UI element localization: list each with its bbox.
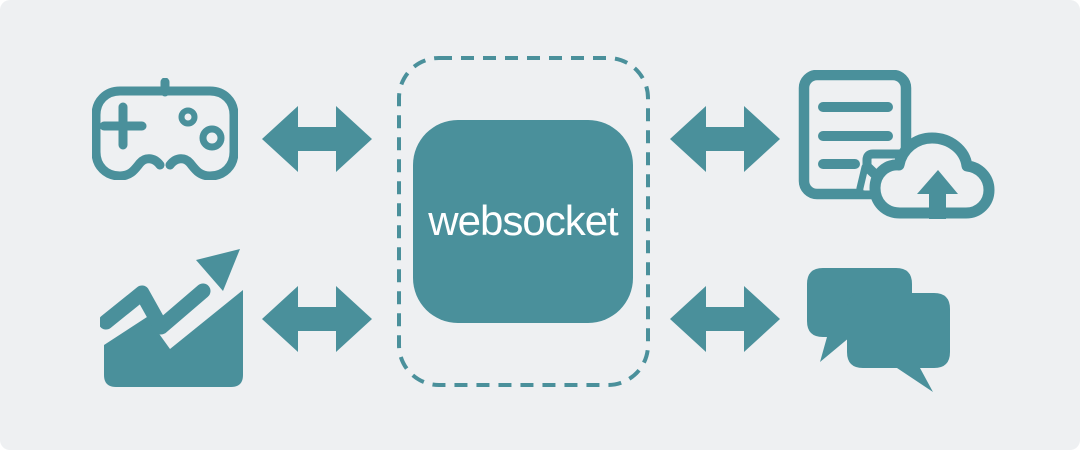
- websocket-label: websocket: [428, 196, 618, 244]
- chart-trend-line: [100, 283, 211, 335]
- chat-bubbles-icon: [807, 268, 950, 392]
- trending-chart-icon: [100, 249, 243, 387]
- websocket-dashed-boundary: [397, 56, 650, 387]
- document-text-lines: [818, 102, 893, 169]
- document-outline: [798, 70, 912, 200]
- chart-arrowhead: [196, 249, 240, 291]
- cloud-outline: [869, 132, 995, 219]
- upload-arrow: [917, 170, 958, 219]
- gamepad-body: [92, 86, 238, 180]
- document-cloud-upload-icon: [798, 70, 995, 219]
- websocket-box: websocket: [413, 120, 633, 323]
- chat-bubble-front: [847, 293, 950, 392]
- bidirectional-arrow-top-left-icon: [262, 106, 372, 172]
- gamepad-dpad: [99, 102, 147, 150]
- gamepad-icon: [92, 78, 238, 180]
- chart-area: [104, 290, 243, 387]
- bidirectional-arrow-bottom-left-icon: [262, 286, 372, 352]
- gamepad-button-a: [178, 107, 198, 127]
- bidirectional-arrow-bottom-right-icon: [670, 286, 780, 352]
- gamepad-button-b: [199, 125, 225, 151]
- bidirectional-arrow-top-right-icon: [670, 106, 780, 172]
